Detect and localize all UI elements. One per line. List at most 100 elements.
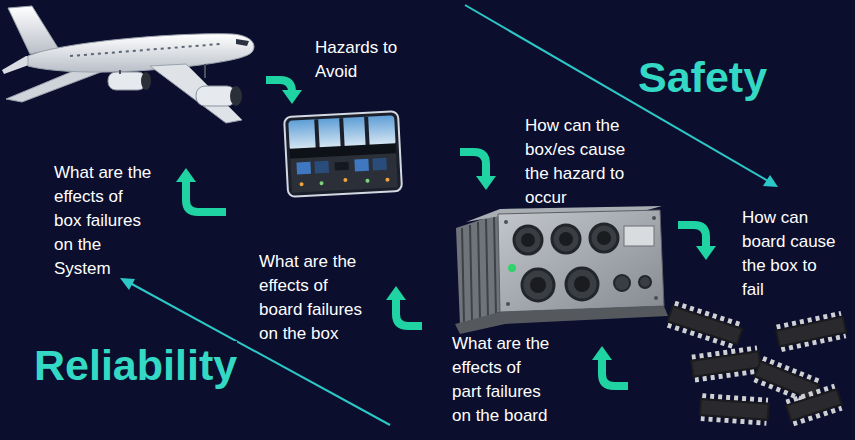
avionics-box-picture [530, 277, 546, 293]
chips-picture [665, 300, 848, 427]
avionics-box-picture [494, 216, 496, 314]
cockpit-picture [314, 119, 320, 149]
direction-line [763, 175, 778, 187]
avionics-box-picture [506, 302, 510, 306]
question-label-box: How can board cause the box to fail [742, 206, 839, 302]
avionics-box-picture [504, 220, 508, 224]
avionics-box-picture [456, 214, 500, 325]
cockpit-picture [290, 153, 398, 193]
cockpit-picture [365, 179, 369, 183]
avionics-box-picture [508, 264, 516, 272]
cockpit-picture [284, 111, 402, 197]
avionics-box-picture [624, 226, 654, 246]
avionics-box-picture [498, 210, 664, 312]
avionics-box-picture [652, 216, 656, 220]
cockpit-picture [314, 161, 329, 174]
cockpit-picture [339, 118, 345, 148]
question-label-box: What are the effects of part failures on… [452, 332, 552, 428]
avionics-box-picture [521, 233, 535, 247]
flow-arrowhead [176, 90, 716, 360]
category-heading-box: Reliability [34, 342, 237, 389]
cockpit-picture [284, 111, 402, 197]
chips-picture [788, 391, 841, 420]
chips-picture [665, 300, 745, 350]
avionics-box-picture [552, 225, 580, 253]
avionics-box-picture [590, 224, 618, 252]
avionics-box-picture [522, 269, 554, 301]
chips-picture [692, 353, 759, 376]
cockpit-picture [343, 178, 347, 182]
airplane-picture [204, 64, 206, 78]
category-heading: Reliability [34, 341, 237, 389]
flow-arrowhead [476, 176, 496, 190]
flow-arrow [186, 80, 706, 386]
avionics-box-picture [574, 276, 590, 292]
cockpit-picture [385, 178, 389, 182]
chips-picture [785, 388, 843, 422]
cockpit-picture [364, 117, 370, 147]
cockpit-picture [296, 162, 311, 175]
question-label: What are the effects of board failures o… [259, 252, 362, 343]
avionics-box-picture [455, 206, 668, 334]
chips-picture [777, 318, 844, 345]
flow-arrow [396, 300, 422, 326]
avionics-box-picture [566, 268, 598, 300]
chips-picture [701, 400, 768, 419]
flow-arrowhead [696, 246, 716, 260]
chips-picture [669, 308, 741, 343]
question-label-box: What are the effects of box failures on … [54, 161, 154, 281]
avionics-box-picture [559, 232, 573, 246]
airplane-picture [236, 39, 249, 46]
airplane-picture [141, 72, 151, 90]
question-label-box: How can the box/es cause the hazard to o… [525, 114, 637, 210]
flow-arrowhead [592, 346, 612, 360]
cockpit-picture [334, 162, 348, 171]
cockpit-picture [299, 182, 303, 186]
flow-arrow [460, 152, 486, 176]
airplane-picture [2, 6, 254, 123]
avionics-box-picture [639, 276, 651, 288]
chips-picture [689, 345, 762, 382]
category-heading-box: Safety [638, 54, 767, 101]
question-label-box: What are the effects of board failures o… [259, 250, 367, 346]
airplane-picture [150, 64, 242, 123]
chips-picture [690, 350, 762, 378]
direction-line [120, 278, 135, 290]
avionics-box-picture [455, 306, 668, 334]
airplane-picture [8, 6, 58, 54]
question-label: What are the effects of part failures on… [452, 334, 549, 425]
flow-arrowhead [282, 90, 302, 104]
avionics-box-picture [470, 225, 472, 320]
flow-arrowhead [176, 168, 196, 182]
question-label-box: Hazards to Avoid [315, 36, 415, 84]
cockpit-picture [372, 158, 387, 171]
cockpit-picture [354, 159, 369, 172]
airplane-picture [28, 34, 254, 72]
chips-picture [775, 315, 847, 347]
category-heading: Safety [638, 53, 767, 101]
chips-picture [774, 311, 848, 353]
airplane-picture [230, 86, 242, 106]
airplane-picture [70, 44, 220, 56]
flow-arrow [186, 182, 226, 212]
airplane-picture [119, 70, 121, 74]
avionics-box-picture [486, 219, 488, 316]
chips-picture [666, 305, 743, 345]
question-label: How can the box/es cause the hazard to o… [525, 116, 625, 207]
chips-picture [699, 398, 770, 421]
flow-arrowhead [386, 286, 406, 300]
flow-arrow [602, 360, 628, 386]
avionics-box-picture [462, 228, 464, 322]
avionics-box-picture [614, 275, 630, 291]
chips-picture [698, 393, 770, 426]
question-label: Hazards to Avoid [315, 38, 397, 81]
question-label: How can board cause the box to fail [742, 208, 836, 299]
question-label: What are the effects of box failures on … [54, 163, 151, 278]
avionics-box-picture [514, 226, 542, 254]
airplane-picture [108, 72, 146, 90]
cockpit-picture [319, 181, 323, 185]
avionics-box-picture [654, 296, 658, 300]
avionics-box-picture [478, 222, 480, 318]
chips-picture [783, 383, 844, 427]
